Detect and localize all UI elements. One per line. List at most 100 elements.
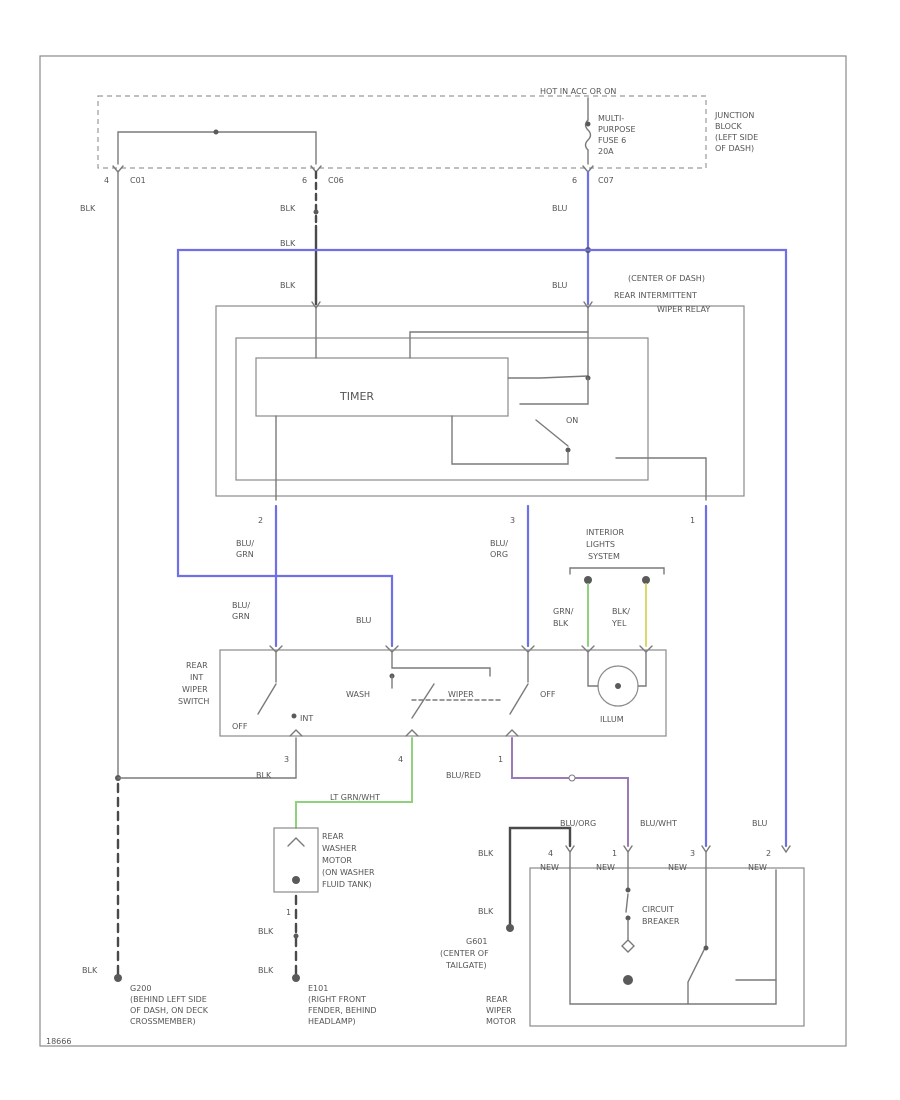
switch-pin-1-label: 1: [498, 755, 503, 764]
illum-wires: [587, 651, 647, 687]
junction-location-3: (LEFT SIDE: [715, 133, 758, 142]
page-label: 18666: [46, 1037, 71, 1046]
junction-location-1: JUNCTION: [714, 111, 754, 120]
blu-red-label: BLU/RED: [446, 771, 481, 780]
fuse-symbol: [584, 119, 592, 151]
fuse-line-2: PURPOSE: [598, 125, 636, 134]
switch-blade-1: [257, 683, 277, 715]
relay-location-2: REAR INTERMITTENT: [614, 291, 697, 300]
blu-motor-feed-wire: [586, 248, 788, 848]
washer-blk-label-2: BLK: [258, 966, 274, 975]
switch-blade-2: [411, 683, 435, 719]
interior-lights-bracket-ends: [569, 567, 665, 575]
relay-pin-3: 3: [510, 516, 515, 525]
e101-ground: [292, 974, 300, 982]
motor-pin-4: 4: [548, 849, 553, 858]
relay-pin-1: 1: [690, 516, 695, 525]
switch-pin-3: [289, 729, 303, 737]
c06-pin: 6: [302, 176, 307, 185]
switch-off-2: OFF: [540, 690, 556, 699]
wiper-motor-title-3: MOTOR: [486, 1017, 516, 1026]
blk-yel-label-b: YEL: [611, 619, 627, 628]
rear-wiper-switch: REAR INT WIPER SWITCH OFF INT WASH WIPER…: [178, 645, 667, 737]
relay-contact-1: [507, 375, 589, 379]
switch-title-3: WIPER: [182, 685, 208, 694]
wiper-motor-outline: [529, 867, 805, 1027]
motor-armature-symbol: [621, 919, 635, 953]
relay-location-3: WIPER RELAY: [657, 305, 710, 314]
c01-pin: 4: [104, 176, 109, 185]
junction-block: HOT IN ACC OR ON MULTI- PURPOSE FUSE 6 2…: [97, 87, 758, 169]
blu-grn-label-1a: BLU/: [236, 539, 254, 548]
junction-bus-wire: [117, 131, 317, 165]
switch-title-2: INT: [190, 673, 203, 682]
washer-ground-splice: [293, 933, 299, 939]
interior-lights-2: LIGHTS: [586, 540, 615, 549]
interior-lights-1: INTERIOR: [586, 528, 625, 537]
junction-bus-splice: [213, 129, 219, 135]
washer-line-3: MOTOR: [322, 856, 352, 865]
grn-blk-label-b: BLK: [553, 619, 569, 628]
switch-pin-4: [405, 729, 419, 737]
rear-wiper-motor: REAR WIPER MOTOR 4 1 3 2 NEW NEW NEW NEW…: [486, 845, 805, 1027]
blu-red-inline-connector: [568, 774, 576, 782]
wiper-motor-title-1: REAR: [486, 995, 508, 1004]
g601-line-2: (CENTER OF: [440, 949, 489, 958]
motor-ground-blk-1: BLK: [478, 849, 494, 858]
motor-pin-connectors: [565, 845, 791, 854]
g200-line-2: (BEHIND LEFT SIDE: [130, 995, 207, 1004]
motor-armature: [623, 975, 633, 985]
g200-ground: [114, 974, 122, 982]
g601-line-3: TAILGATE): [445, 961, 487, 970]
g200-line-1: G200: [130, 984, 151, 993]
relay-switch-return: [451, 415, 569, 465]
interior-light-terminal-1: [584, 576, 592, 584]
g200-blk-label: BLK: [82, 966, 98, 975]
c07-pin: 6: [572, 176, 577, 185]
fuse-line-4: 20A: [598, 147, 614, 156]
switch-title-4: SWITCH: [178, 697, 209, 706]
left-blk-label: BLK: [80, 204, 96, 213]
motor-ground-blk-2: BLK: [478, 907, 494, 916]
relay-inner-outline: [235, 337, 649, 481]
fuse-line-3: FUSE 6: [598, 136, 626, 145]
relay-location-1: (CENTER OF DASH): [628, 274, 705, 283]
switch-blade-3: [509, 683, 529, 715]
relay-blu-label: BLU: [552, 281, 568, 290]
switch-pin-3-label: 3: [284, 755, 289, 764]
blu-switch-feed-wire: [176, 248, 590, 648]
timer-label: TIMER: [339, 390, 374, 403]
junction-location-4: OF DASH): [715, 144, 754, 153]
blu-org-label-b: ORG: [490, 550, 508, 559]
motor-blu-org-label: BLU/ORG: [560, 819, 596, 828]
g601-ground: [506, 924, 514, 932]
g200-line-4: CROSSMEMBER): [130, 1017, 196, 1026]
switch-wiper-label: WIPER: [448, 690, 474, 699]
switch-blu-label: BLU: [356, 616, 372, 625]
motor-pin-1-tag: NEW: [596, 863, 615, 872]
motor-pin-3: 3: [690, 849, 695, 858]
washer-line-5: FLUID TANK): [322, 880, 372, 889]
c06-splice: [313, 209, 319, 215]
washer-line-1: REAR: [322, 832, 344, 841]
washer-motor-outline: [273, 827, 319, 893]
park-switch-dot: [703, 945, 709, 951]
breaker-dot-bottom: [625, 915, 631, 921]
grn-blk-label-a: GRN/: [553, 607, 574, 616]
motor-blu-wht-label: BLU/WHT: [640, 819, 677, 828]
washer-motor-body: [292, 876, 300, 884]
junction-location-2: BLOCK: [715, 122, 743, 131]
relay-out-c: [615, 457, 707, 501]
wiper-motor-title-2: WIPER: [486, 1006, 512, 1015]
c01-connector: [112, 165, 124, 174]
washer-motor-terminal: [287, 837, 305, 847]
e101-line-4: HEADLAMP): [308, 1017, 356, 1026]
motor-ground-wire: [508, 826, 572, 930]
c01-label: C01: [130, 176, 146, 185]
switch-wash-label: WASH: [346, 690, 370, 699]
blu-grn-label-1b: GRN: [236, 550, 254, 559]
washer-line-2: WASHER: [322, 844, 357, 853]
fuse-top-dot: [585, 121, 591, 127]
breaker-label-1: CIRCUIT: [642, 905, 674, 914]
